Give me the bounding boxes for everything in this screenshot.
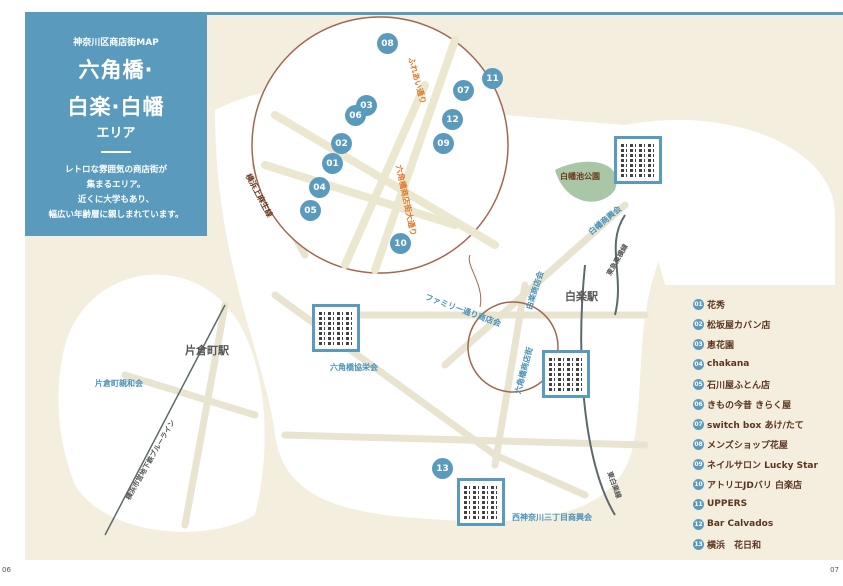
desc-line: 集まるエリア。 xyxy=(86,180,146,190)
qr-code-nishikanagawa[interactable] xyxy=(457,478,505,526)
map-pin[interactable]: 07 xyxy=(453,80,474,101)
legend-number: 05 xyxy=(693,378,704,390)
area-suffix: エリア xyxy=(96,126,136,141)
legend-number: 13 xyxy=(693,538,704,550)
legend-shop-name: 花秀 xyxy=(707,300,726,311)
legend-shop-name: アトリエJDバリ 白楽店 xyxy=(707,480,802,491)
divider xyxy=(101,151,131,153)
map-pin[interactable]: 09 xyxy=(433,133,454,154)
qr-code-kyoei[interactable] xyxy=(312,304,360,352)
assoc-kyoei: 六角橋協栄会 xyxy=(330,363,378,372)
map-area-katakura xyxy=(58,274,265,532)
legend-shop-name: ネイルサロン Lucky Star xyxy=(707,460,818,471)
toyoko-line xyxy=(580,264,616,516)
station-katakuracho: 片倉町駅 xyxy=(185,344,229,357)
legend-shop-name: chakana xyxy=(707,359,750,369)
page-number-left: 06 xyxy=(2,566,11,574)
detail-circle xyxy=(467,301,559,393)
map-pin[interactable]: 08 xyxy=(377,33,398,54)
area-title-1: 六角橋· xyxy=(78,58,154,82)
map-pin[interactable]: 01 xyxy=(322,153,343,174)
park-label: 白幡池公園 xyxy=(560,172,600,181)
area-title-2: 白楽·白幡 xyxy=(67,95,165,119)
legend-number: 06 xyxy=(693,398,704,410)
map-area-east xyxy=(625,119,835,286)
desc-line: 近くに大学もあり、 xyxy=(77,195,155,205)
legend-shop-name: switch box あけ/たて xyxy=(707,420,804,431)
legend-number: 08 xyxy=(693,438,704,450)
station-hakuraku: 白楽駅 xyxy=(565,290,598,303)
title-panel: 神奈川区商店街MAP 六角橋· 白楽·白幡 エリア レトロな雰囲気の商店街が 集… xyxy=(25,15,207,236)
legend-number: 03 xyxy=(693,338,704,350)
legend-number: 12 xyxy=(693,518,704,530)
series-title: 神奈川区商店街MAP xyxy=(73,38,159,48)
legend-number: 01 xyxy=(693,298,704,310)
legend-shop-name: きもの今昔 きらく屋 xyxy=(707,400,792,411)
desc-line: レトロな雰囲気の商店街が xyxy=(64,165,167,175)
legend-shop-name: Bar Calvados xyxy=(707,519,774,529)
map-pin[interactable]: 05 xyxy=(300,200,321,221)
legend-number: 04 xyxy=(693,358,704,370)
assoc-nishikanagawa: 西神奈川三丁目商興会 xyxy=(512,513,592,522)
description: レトロな雰囲気の商店街が 集まるエリア。 近くに大学もあり、 幅広い年齢層に親し… xyxy=(25,163,207,223)
legend-number: 02 xyxy=(693,318,704,330)
map-pin[interactable]: 12 xyxy=(442,109,463,130)
legend-shop-name: 恵花園 xyxy=(707,340,735,351)
hakuba-park xyxy=(555,161,617,202)
legend-number: 07 xyxy=(693,418,704,430)
map-pin[interactable]: 11 xyxy=(482,68,503,89)
legend-shop-name: 横浜 花日和 xyxy=(707,540,762,551)
page-number-right: 07 xyxy=(830,566,839,574)
map-pin[interactable]: 02 xyxy=(331,133,352,154)
qr-code-hakuba[interactable] xyxy=(614,136,662,184)
map-page: 神奈川区商店街MAP 六角橋· 白楽·白幡 エリア レトロな雰囲気の商店街が 集… xyxy=(25,12,843,560)
zoom-roads xyxy=(261,36,499,274)
legend-number: 10 xyxy=(693,478,704,490)
map-pin[interactable]: 06 xyxy=(345,105,366,126)
map-pin[interactable]: 04 xyxy=(309,177,330,198)
legend-shop-name: 石川屋ふとん店 xyxy=(707,380,771,391)
legend-number: 09 xyxy=(693,458,704,470)
map-pin[interactable]: 10 xyxy=(390,233,411,254)
qr-code-rokkakubashi[interactable] xyxy=(542,350,590,398)
desc-line: 幅広い年齢層に親しまれています。 xyxy=(48,210,184,220)
legend-number: 11 xyxy=(693,498,704,510)
assoc-katakura: 片倉町親和会 xyxy=(95,379,143,388)
map-pin[interactable]: 13 xyxy=(432,458,453,479)
legend-shop-name: メンズショップ花屋 xyxy=(707,440,788,451)
legend-shop-name: 松坂屋カバン店 xyxy=(707,320,771,331)
blue-line xyxy=(104,304,226,536)
legend-shop-name: UPPERS xyxy=(707,499,748,509)
